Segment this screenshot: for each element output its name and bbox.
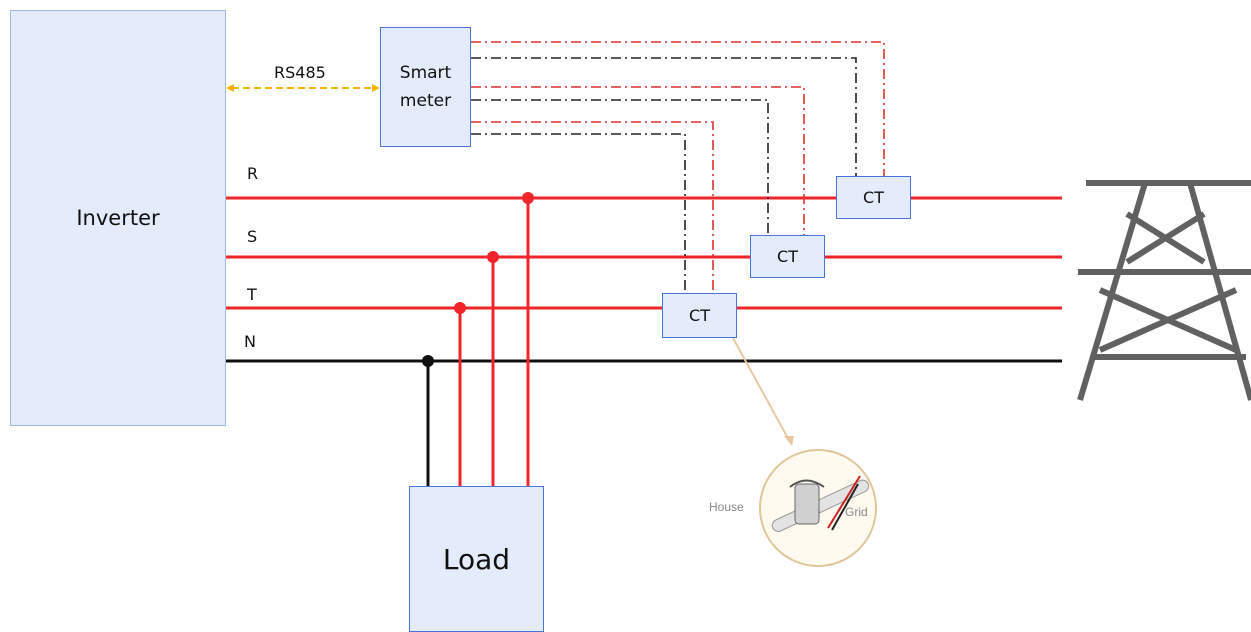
rs485-arrow-right — [372, 84, 380, 92]
ct-box-t: CT — [662, 293, 737, 338]
grid-tower-icon — [1077, 180, 1251, 401]
ct-inset-illustration: House Grid — [709, 449, 877, 567]
inset-house-label: House — [709, 500, 744, 514]
junction-s — [487, 251, 499, 263]
rs485-label: RS485 — [274, 63, 326, 82]
load-box: Load — [409, 486, 544, 632]
ct3-black-wire — [471, 133, 686, 293]
phase-n-label: N — [244, 332, 256, 351]
junction-r — [522, 192, 534, 204]
phase-s-label: S — [247, 227, 258, 246]
inset-grid-label: Grid — [845, 505, 868, 519]
ct3-red-wire — [471, 121, 714, 293]
smart-meter-label: Smart meter — [399, 63, 452, 111]
ct-box-r: CT — [836, 176, 911, 219]
inverter-box: Inverter — [10, 10, 226, 426]
ct2-black-wire — [471, 99, 769, 235]
ct-label: CT — [689, 306, 710, 325]
ct2-red-wire — [471, 86, 805, 235]
phase-r-label: R — [247, 164, 259, 183]
ct-label: CT — [863, 188, 884, 207]
ct1-black-wire — [471, 57, 857, 176]
junction-n — [422, 355, 434, 367]
inset-pointer — [732, 337, 791, 443]
smart-meter-box: Smart meter — [380, 27, 471, 147]
phase-t-label: T — [247, 285, 257, 304]
junction-t — [454, 302, 466, 314]
load-label: Load — [442, 542, 511, 576]
ct1-red-wire — [471, 41, 885, 176]
inset-pointer-arrow — [784, 436, 794, 446]
rs485-arrow-left — [226, 84, 234, 92]
ct-label: CT — [777, 247, 798, 266]
inverter-label: Inverter — [76, 206, 160, 230]
ct-box-s: CT — [750, 235, 825, 278]
